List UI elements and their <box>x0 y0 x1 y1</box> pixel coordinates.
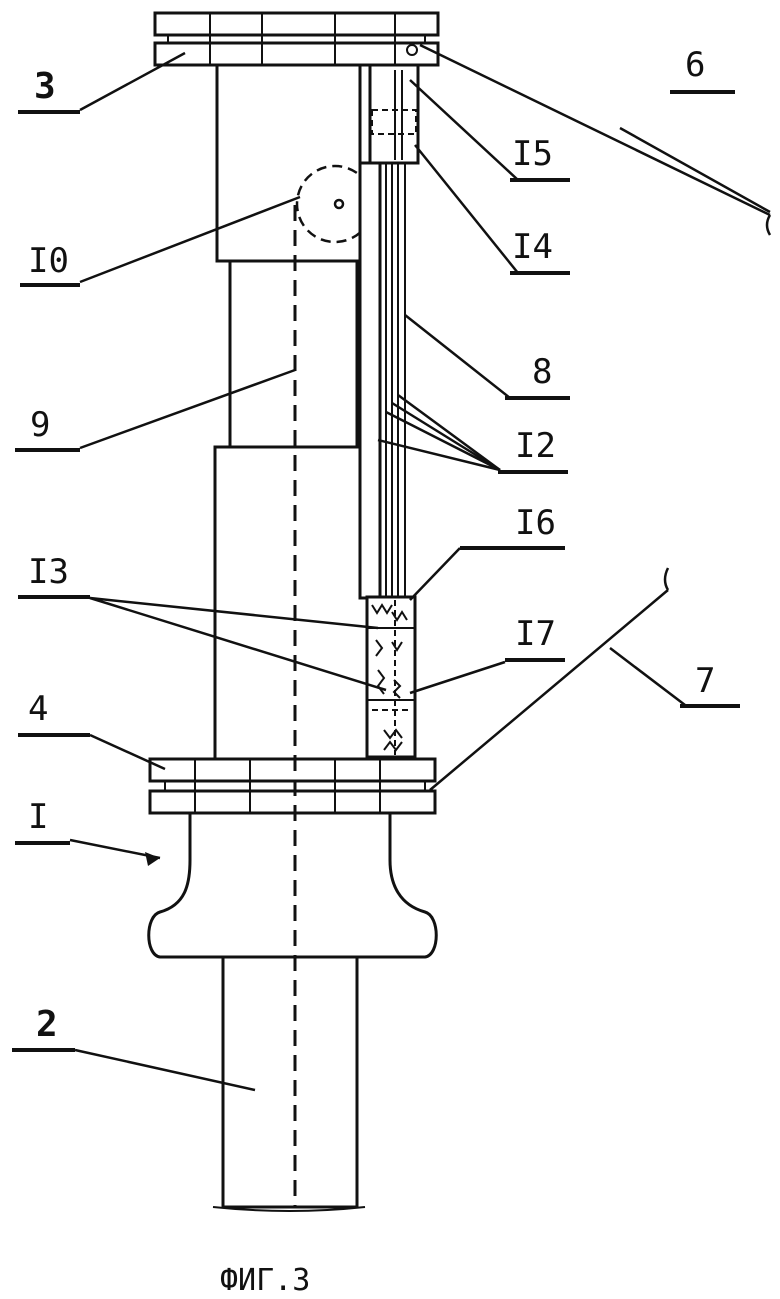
label-I6: I6 <box>515 503 556 543</box>
conductor-bushing <box>221 955 359 1209</box>
wire-6 <box>419 43 771 217</box>
lower-flange-assembly <box>148 757 437 815</box>
insulator <box>147 811 438 959</box>
rail-rods <box>358 161 406 600</box>
label-6: 6 <box>685 45 705 85</box>
label-I2: I2 <box>515 426 556 466</box>
spring-bottom <box>383 728 403 752</box>
lower-housing <box>213 445 369 761</box>
label-4: 4 <box>28 689 48 729</box>
lower-flange-upper <box>148 757 437 783</box>
wire-7 <box>429 589 669 791</box>
spring-middle <box>376 669 402 699</box>
rail-guide <box>358 161 382 600</box>
label-I7: I7 <box>515 614 556 654</box>
label-8: 8 <box>532 352 552 392</box>
upper-housing <box>215 63 362 263</box>
label-I3: I3 <box>28 552 69 592</box>
label-I5: I5 <box>512 134 553 174</box>
label-9: 9 <box>30 405 50 445</box>
top-flange-upper <box>153 11 440 37</box>
label-7: 7 <box>695 661 715 701</box>
label-2: 2 <box>36 1004 58 1045</box>
label-I: I <box>28 797 48 837</box>
label-I4: I4 <box>512 227 553 267</box>
label-I0: I0 <box>28 241 69 281</box>
figure-caption: ФИГ.3 <box>220 1263 310 1298</box>
label-3: 3 <box>34 66 56 107</box>
leader-lines <box>69 51 771 1092</box>
spring-block <box>365 595 417 759</box>
label-underlines <box>12 90 740 1052</box>
lower-flange-lower <box>148 789 437 815</box>
top-flange-assembly <box>153 11 440 67</box>
